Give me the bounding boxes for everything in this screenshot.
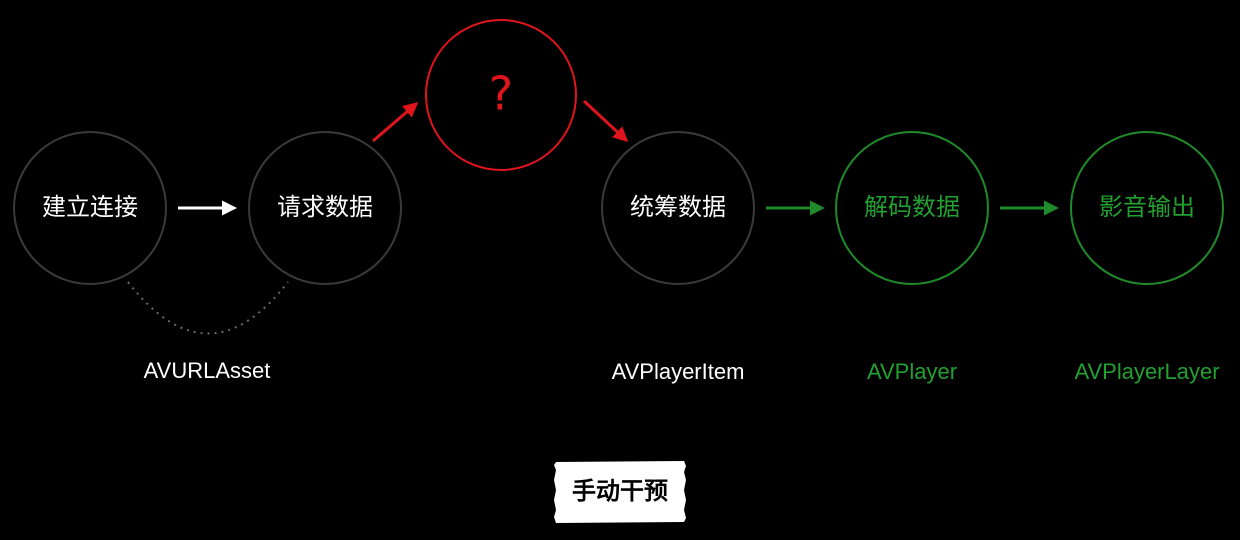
node-unknown-circle (425, 19, 577, 171)
badge-background (554, 461, 686, 523)
arrow-request-to-unknown (372, 102, 419, 143)
caption-avurlasset: AVURLAsset (144, 358, 271, 383)
arrow-unknown-to-coordinate (582, 99, 629, 143)
node-request: 请求数据 (248, 131, 402, 285)
asset-group-bracket (127, 281, 289, 335)
node-request-label: 请求数据 (277, 193, 373, 221)
caption-avplayer: AVPlayer (867, 359, 957, 384)
node-output-label: 影音输出 (1099, 193, 1195, 221)
badge-label: 手动干预 (572, 477, 668, 505)
node-decode-label: 解码数据 (864, 193, 960, 221)
node-connect-label: 建立连接 (42, 193, 138, 221)
node-connect: 建立连接 (13, 131, 167, 285)
node-coordinate: 统筹数据 (601, 131, 755, 285)
node-coordinate-circle (601, 131, 755, 285)
caption-avplayerlayer: AVPlayerLayer (1074, 359, 1219, 384)
node-coordinate-label: 统筹数据 (630, 193, 726, 221)
node-output-circle (1070, 131, 1224, 285)
node-output: 影音输出 (1070, 131, 1224, 285)
caption-avplayeritem: AVPlayerItem (612, 359, 745, 384)
node-connect-circle (13, 131, 167, 285)
node-decode: 解码数据 (835, 131, 989, 285)
node-request-circle (248, 131, 402, 285)
node-decode-circle (835, 131, 989, 285)
node-unknown: ? (425, 19, 577, 171)
manual-intervention-badge: 手动干预 (554, 461, 686, 523)
node-unknown-label: ? (489, 67, 513, 121)
